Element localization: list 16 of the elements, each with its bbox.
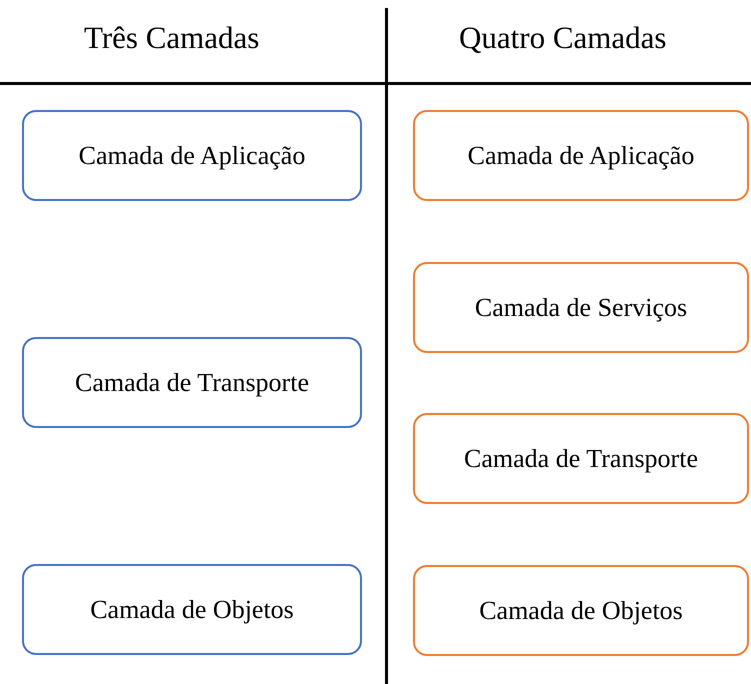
layer-name: Camada de Serviços [474,292,688,322]
layer-name: Camada de Aplicação [468,140,694,170]
layer-box [413,110,749,201]
layer-box [413,262,749,353]
column-heading: Três Camadas [84,20,260,56]
layer-box [22,564,362,655]
layer-name: Camada de Transporte [75,368,309,398]
layer-box [413,565,749,656]
layer-name: Camada de Transporte [464,444,698,474]
layer-box [22,337,362,428]
layer-box [22,110,362,201]
column-heading: Quatro Camadas [459,20,666,56]
layer-name: Camada de Objetos [90,594,294,624]
layer-name: Camada de Objetos [479,596,683,626]
layer-name: Camada de Aplicação [78,140,306,170]
layer-box [413,413,749,504]
